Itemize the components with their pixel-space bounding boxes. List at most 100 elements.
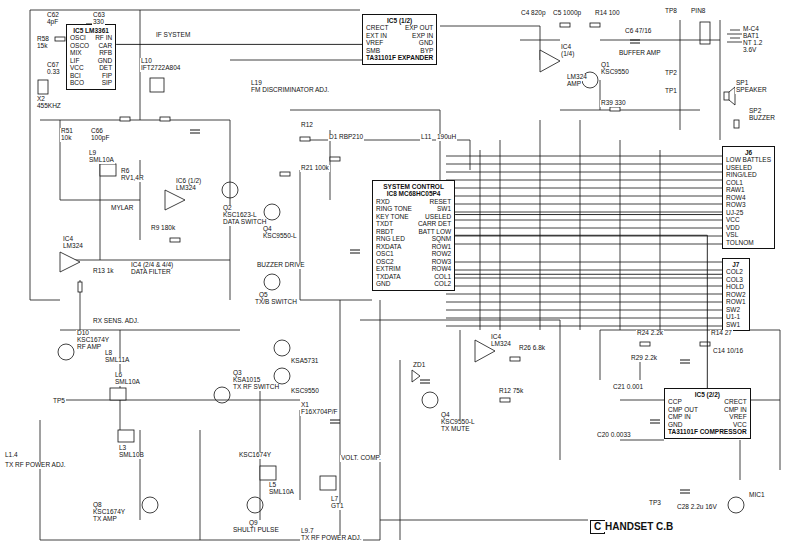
- part-label: KSC9550-L: [262, 233, 298, 240]
- part-label: KSA1015: [232, 377, 261, 384]
- wire: [455, 235, 707, 388]
- part-label: (1/4): [560, 51, 575, 58]
- pin-name: RXDATA: [376, 243, 412, 250]
- pin-name: BCO: [70, 79, 89, 86]
- part-label: L8: [104, 350, 113, 357]
- part-label: AMP: [566, 81, 582, 88]
- pin-name: TXDATA: [376, 273, 412, 280]
- coil-symbol: [110, 388, 126, 400]
- pin-name: CAR: [95, 42, 112, 49]
- device-symbol: [700, 22, 710, 44]
- part-label: SML10A: [114, 379, 141, 386]
- ic-heading: TA31101F EXPANDER: [366, 54, 433, 61]
- pin-name: CRECT: [366, 24, 394, 31]
- part-label: 10k: [60, 135, 72, 142]
- pin-name: VCC: [70, 64, 89, 71]
- part-label: PIN8: [690, 8, 706, 15]
- pin-name: DET: [95, 64, 112, 71]
- part-label: SML10A: [88, 157, 115, 164]
- pin-name: SW1: [418, 205, 451, 212]
- part-label: RX SENS. ADJ.: [92, 318, 140, 325]
- part-label: TP1: [664, 88, 678, 95]
- coil-symbol: [100, 164, 116, 176]
- ic-box: IC5 (1/2)CRECTEXP OUTEXT INEXP INVREFGND…: [362, 14, 437, 65]
- part-label: L3: [118, 445, 127, 452]
- transistor-symbol: [222, 182, 238, 198]
- part-label: X1: [300, 402, 310, 409]
- pin-name: CMP OUT: [668, 406, 708, 413]
- part-label: C20 0.0033: [596, 432, 632, 439]
- part-label: TX RF POWER ADJ.: [300, 535, 363, 542]
- part-label: L6: [114, 372, 123, 379]
- part-label: R12 75k: [498, 388, 524, 395]
- part-label: LM324: [490, 341, 512, 348]
- pin-name: CRECT: [714, 398, 747, 405]
- device-symbol: [734, 120, 739, 128]
- part-label: LM324: [566, 74, 588, 81]
- pin-name: SIP: [95, 79, 112, 86]
- pin-name: BCI: [70, 72, 89, 79]
- pin-name: SW2: [726, 306, 746, 313]
- pin-name: GND: [400, 39, 434, 46]
- transistor-symbol: [214, 387, 230, 403]
- part-label: X2: [36, 96, 46, 103]
- wire: [455, 214, 722, 215]
- pin-name: CMP IN: [714, 406, 747, 413]
- coil-symbol: [38, 80, 48, 94]
- pin-name: U1-1: [726, 313, 746, 320]
- part-label: IFT2722A804: [140, 65, 181, 72]
- pin-name: COL2: [726, 268, 746, 275]
- part-label: LM324: [175, 185, 197, 192]
- part-label: D1: [328, 134, 338, 141]
- sheet-letter-box: C: [590, 520, 605, 534]
- part-label: TP2: [664, 70, 678, 77]
- pin-name: ROW4: [726, 194, 771, 201]
- part-label: DATA FILTER: [130, 269, 172, 276]
- pin-name: GND: [668, 421, 708, 428]
- diagram-title: HANDSET C.B: [604, 521, 674, 532]
- resistor-symbol: [610, 107, 620, 111]
- resistor-symbol: [55, 37, 65, 41]
- part-label: 455KHZ: [36, 103, 62, 110]
- part-label: R12: [300, 122, 314, 129]
- pin-name: CCP: [668, 398, 708, 405]
- part-label: C5 1000p: [552, 10, 582, 17]
- transistor-symbol: [264, 274, 280, 290]
- part-label: TP5: [52, 398, 66, 405]
- part-label: SML10A: [268, 489, 295, 496]
- ic-heading: IC5 (2/2): [668, 391, 747, 398]
- opamp-symbol: [165, 190, 185, 210]
- opamp-symbol: [60, 252, 80, 272]
- pin-name: OSC1: [376, 250, 412, 257]
- pin-name: LOW BATTLES: [726, 156, 771, 163]
- part-label: R29 2.2k: [630, 355, 658, 362]
- resistor-symbol: [590, 23, 600, 27]
- part-label: Q2: [222, 205, 233, 212]
- pin-name: MIX: [70, 49, 89, 56]
- pin-name: RBDT: [376, 228, 412, 235]
- part-label: MIC1: [748, 492, 766, 499]
- ic-heading: IC5 LM3361: [70, 27, 112, 34]
- part-label: R14 27: [710, 330, 733, 337]
- part-label: KSC1623-L: [222, 212, 258, 219]
- part-label: BUZZER DRIVE: [256, 262, 306, 269]
- transistor-symbol: [264, 204, 280, 220]
- pin-name: VDD: [726, 224, 771, 231]
- ic-heading: TA31101F COMPRESSOR: [668, 428, 747, 435]
- part-label: SPEAKER: [735, 87, 768, 94]
- wire: [116, 44, 362, 45]
- part-label: R9 180k: [150, 225, 176, 232]
- coil-symbol: [118, 430, 134, 442]
- part-label: TX MUTE: [440, 426, 471, 433]
- device-symbol: [727, 30, 743, 42]
- pin-name: GND: [376, 280, 412, 287]
- part-label: SHULTI PULSE: [232, 527, 280, 534]
- pin-name: FIP: [95, 72, 112, 79]
- part-label: L7: [330, 496, 339, 503]
- coil-symbol: [38, 78, 336, 490]
- pin-name: VSL: [726, 231, 771, 238]
- part-label: 190uH: [436, 134, 457, 141]
- resistor-symbol: [700, 342, 710, 346]
- pin-name: ROW1: [726, 298, 746, 305]
- part-label: M-C4: [742, 26, 760, 33]
